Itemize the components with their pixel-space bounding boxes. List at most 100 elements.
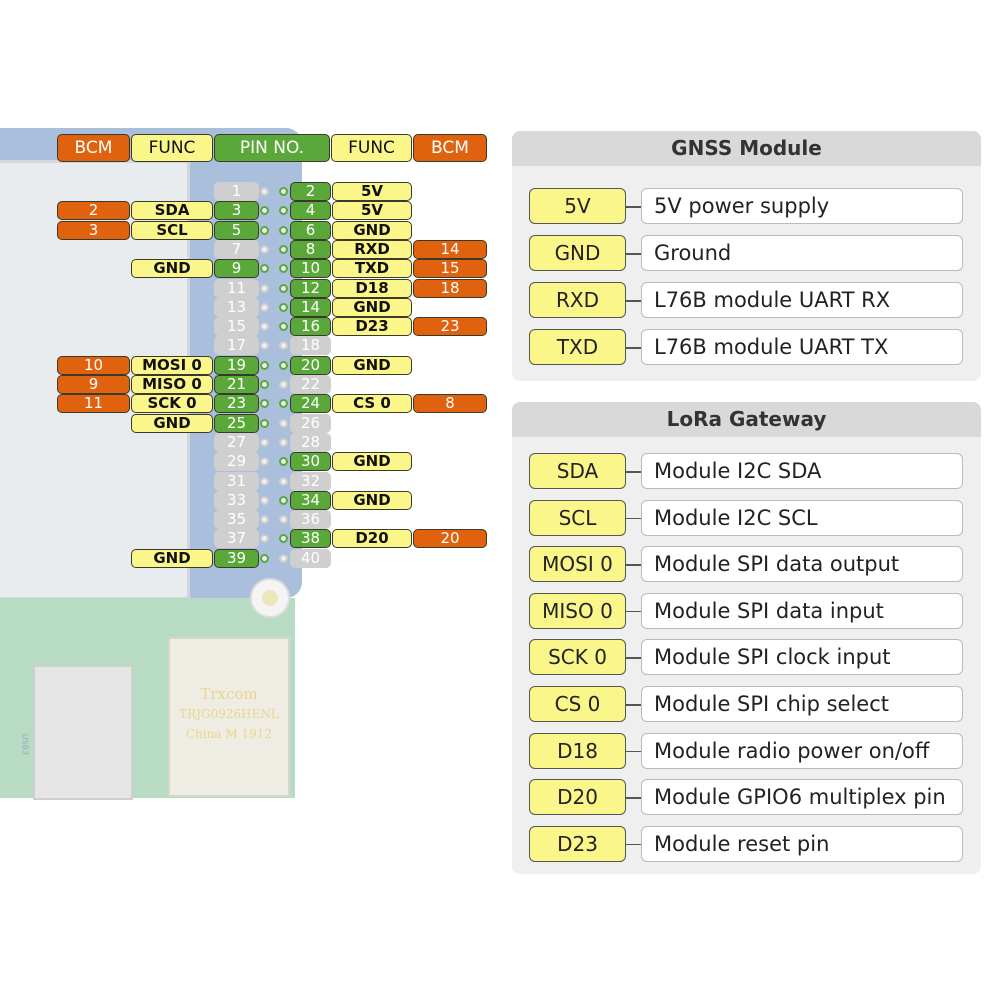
func-label-right: GND — [332, 297, 412, 317]
func-label-right: RXD — [332, 239, 412, 259]
signal-label: TXD — [529, 329, 626, 365]
signal-description: L76B module UART TX — [641, 329, 963, 365]
connector-line — [626, 843, 641, 846]
pin-28: 28 — [290, 432, 331, 452]
header-pin-no: PIN NO. — [214, 134, 330, 162]
signal-label: GND — [529, 235, 626, 271]
pin-29: 29 — [214, 452, 259, 472]
pin-18: 18 — [290, 336, 331, 356]
pin-20: 20 — [290, 355, 331, 375]
pin-pad — [279, 360, 288, 370]
pin-32: 32 — [290, 471, 331, 491]
signal-description: Module reset pin — [641, 825, 963, 862]
pin-pad — [260, 341, 269, 351]
pin-pad — [260, 322, 269, 332]
connector-line — [626, 300, 641, 302]
pin-pad — [260, 187, 269, 196]
signal-label: CS 0 — [529, 686, 626, 722]
connector-line — [626, 610, 641, 613]
connector-line — [626, 657, 641, 659]
signal-label: RXD — [529, 282, 626, 318]
signal-description: Ground — [641, 235, 963, 271]
bcm-label-right: 15 — [413, 259, 487, 279]
rj-brand: Trxcom — [200, 685, 258, 703]
signal-label: D23 — [529, 825, 626, 862]
pin-pad — [279, 457, 288, 467]
pin-5: 5 — [214, 220, 259, 240]
pin-pad — [260, 515, 269, 525]
signal-label: D18 — [529, 732, 626, 769]
pin-37: 37 — [214, 529, 259, 549]
pin-36: 36 — [290, 510, 331, 530]
signal-description: Module SPI chip select — [641, 686, 963, 722]
signal-label: MISO 0 — [529, 592, 626, 629]
pin-pad — [260, 302, 269, 312]
mounting-hole — [250, 578, 290, 618]
signal-label: SDA — [529, 453, 626, 489]
pin-21: 21 — [214, 375, 259, 394]
func-label-left: SCL — [131, 220, 213, 240]
ethernet-jack: Trxcom TRJG0926HENL China M 1912 — [168, 637, 290, 797]
func-label-right: 5V — [332, 201, 412, 221]
pin-pad — [260, 457, 269, 467]
usb-label: USB3 — [20, 733, 30, 756]
func-label-left: GND — [131, 413, 213, 433]
pin-pad — [260, 437, 269, 447]
pin-pad — [279, 244, 288, 254]
pin-pad — [279, 264, 288, 274]
pin-pad — [260, 225, 269, 235]
func-label-left: GND — [131, 259, 213, 279]
pin-8: 8 — [290, 239, 331, 259]
pin-1: 1 — [214, 182, 259, 201]
pin-pad — [279, 515, 288, 525]
pin-pad — [279, 225, 288, 235]
func-label-left: SCK 0 — [131, 394, 213, 414]
header-bcm-left: BCM — [57, 134, 130, 162]
signal-label: SCL — [529, 499, 626, 536]
pin-9: 9 — [214, 259, 259, 279]
pin-pad — [279, 187, 288, 196]
func-label-right: GND — [332, 490, 412, 510]
func-label-right: 5V — [332, 182, 412, 201]
pin-13: 13 — [214, 297, 259, 317]
pin-pad — [279, 495, 288, 505]
pin-pad — [279, 476, 288, 486]
signal-label: D20 — [529, 779, 626, 816]
signal-description: Module SPI clock input — [641, 639, 963, 676]
pin-pad — [279, 399, 288, 409]
pin-30: 30 — [290, 452, 331, 472]
pin-27: 27 — [214, 432, 259, 452]
pin-38: 38 — [290, 529, 331, 549]
pin-pad — [279, 341, 288, 351]
pin-pad — [260, 476, 269, 486]
pin-pad — [260, 399, 269, 409]
pin-11: 11 — [214, 278, 259, 298]
bcm-label-right: 18 — [413, 278, 487, 298]
pin-4: 4 — [290, 201, 331, 221]
header-func-right: FUNC — [331, 134, 412, 162]
pin-pad — [279, 534, 288, 544]
pin-31: 31 — [214, 471, 259, 491]
pin-pad — [260, 283, 269, 293]
connector-line — [626, 471, 641, 473]
pin-pad — [260, 534, 269, 544]
pin-26: 26 — [290, 413, 331, 433]
pin-2: 2 — [290, 182, 331, 201]
pin-39: 39 — [214, 548, 259, 568]
pin-40: 40 — [290, 548, 331, 568]
pin-pad — [279, 437, 288, 447]
connector-line — [626, 206, 641, 208]
pin-6: 6 — [290, 220, 331, 240]
signal-description: L76B module UART RX — [641, 282, 963, 318]
pin-14: 14 — [290, 297, 331, 317]
func-label-right: D23 — [332, 317, 412, 337]
func-label-right: GND — [332, 220, 412, 240]
pin-pad — [260, 495, 269, 505]
signal-description: Module I2C SDA — [641, 453, 963, 489]
rj-origin: China M 1912 — [185, 727, 273, 741]
func-label-left: MOSI 0 — [131, 355, 213, 375]
pin-3: 3 — [214, 201, 259, 221]
pin-pad — [260, 264, 269, 274]
pin-25: 25 — [214, 413, 259, 433]
